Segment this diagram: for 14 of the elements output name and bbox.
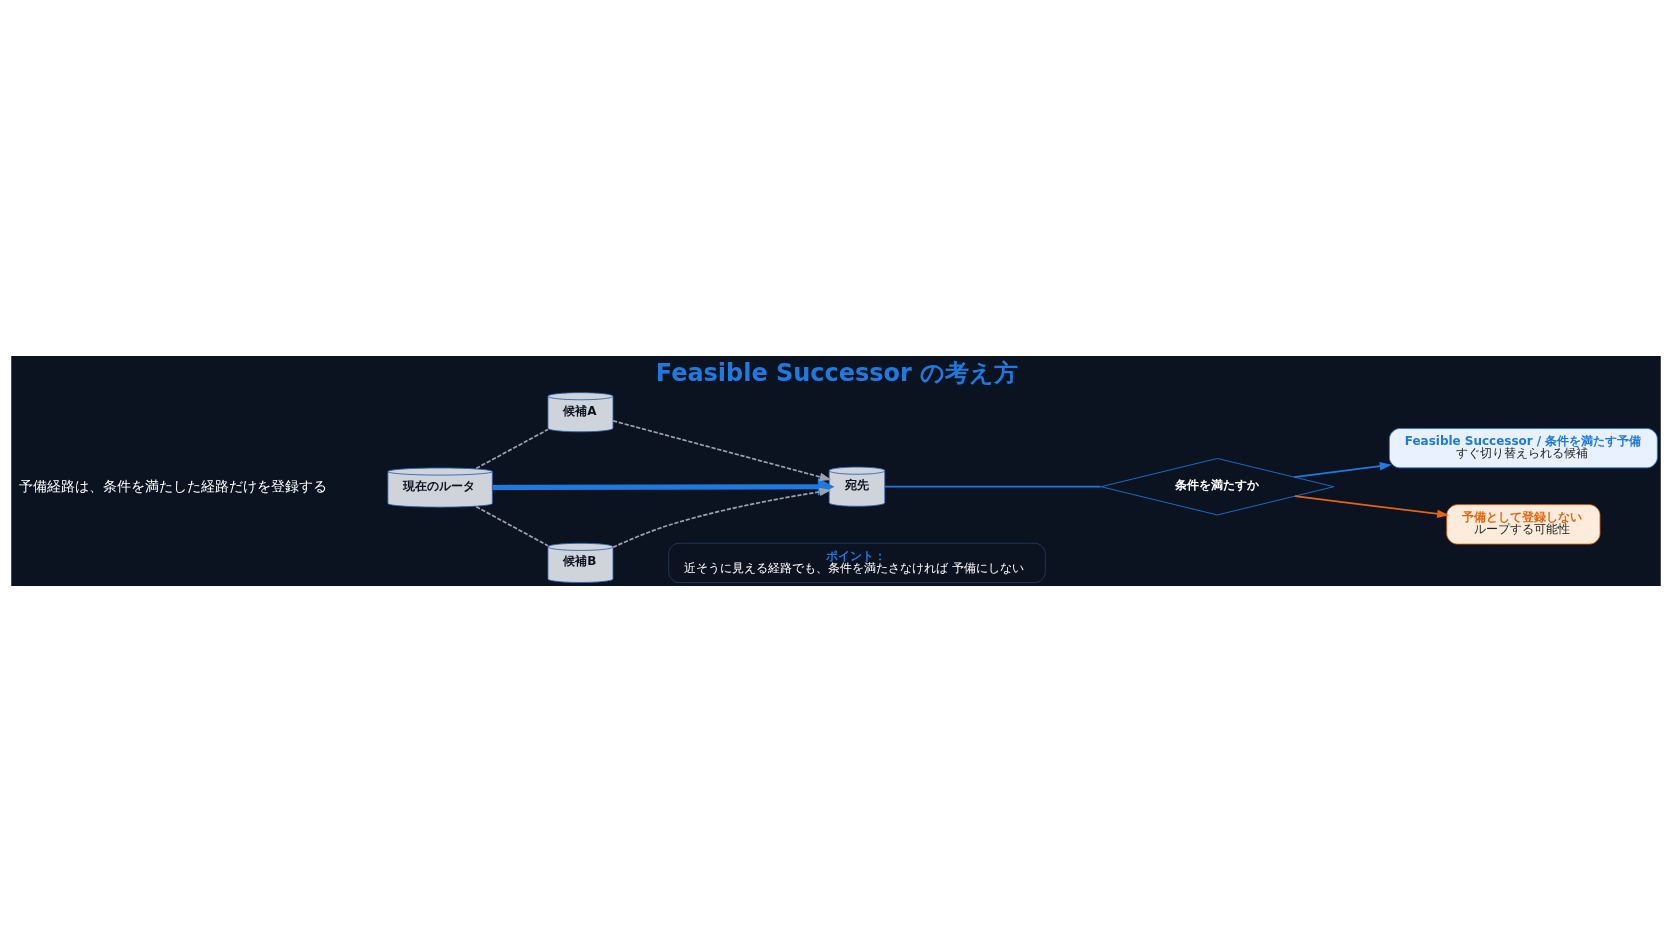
connector [475, 505, 549, 546]
arrow [612, 419, 832, 481]
connector [475, 428, 549, 469]
diagram-title: Feasible Successor の考え方 [655, 358, 1019, 387]
label: 予備経路は、条件を満たした経路だけを登録する [19, 477, 328, 494]
arrow [492, 477, 835, 496]
node-diamond: 条件を満たすか [1100, 457, 1335, 515]
arrow [1294, 494, 1450, 518]
arrow [612, 487, 832, 548]
node-box: Feasible Successor / 条件を満たす予備 すぐ切り替えられる候補 [1389, 427, 1658, 468]
connector [884, 485, 1102, 488]
node-box: 予備として登録しない ループする可能性 [1446, 503, 1601, 544]
arrow [1293, 461, 1392, 478]
node-box: ポイント： 近そうに見える経路でも、条件を満たさなければ 予備にしない [668, 542, 1046, 583]
